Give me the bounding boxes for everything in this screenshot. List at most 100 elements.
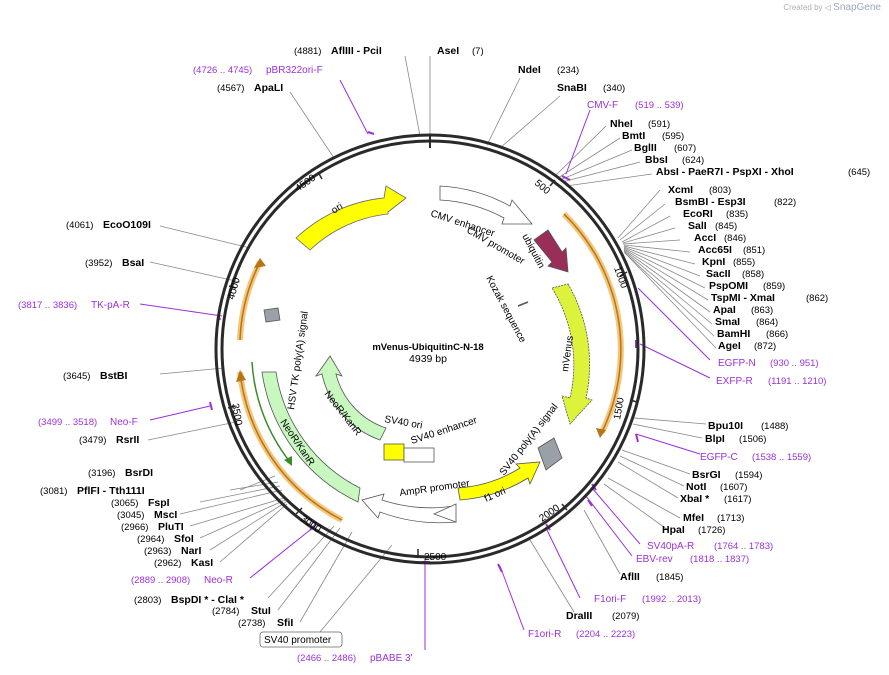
site-name: SfoI: [174, 533, 194, 545]
site-pos: (1607): [720, 482, 747, 493]
site-name: KpnI: [702, 256, 725, 268]
site-pos: (591): [648, 119, 670, 130]
primer-name: Neo-F: [110, 417, 138, 428]
site-name: MfeI: [683, 512, 704, 524]
neo-orf-arrowhead: [284, 456, 292, 466]
orf-arrowhead-right: [596, 428, 606, 438]
created-by-watermark: Created by ◁ SnapGene: [783, 2, 881, 13]
primer-name: F1ori-F: [594, 594, 626, 605]
primer-name: SV40pA-R: [647, 541, 694, 552]
primer-name: EGFP-C: [700, 452, 738, 463]
mvenus-feature: [551, 283, 593, 425]
site-pos: (3196): [88, 468, 115, 479]
sv40-promoter-box: [259, 631, 343, 648]
site-pos: (835): [726, 209, 748, 220]
left-site-labels: (4881) AflIII - PciI (4567) ApaLI (4061)…: [40, 45, 382, 629]
site-pos: (2738): [238, 618, 265, 629]
site-name: BsrGI: [692, 469, 721, 481]
primer-range: (2889 .. 2908): [131, 575, 190, 586]
site-pos: (1506): [739, 434, 766, 445]
site-name: SmaI: [715, 316, 740, 328]
created-by-text: Created by: [783, 3, 823, 12]
site-pos: (2962): [154, 558, 181, 569]
site-pos: (645): [848, 167, 870, 178]
ampr-promoter-feature-2: [432, 503, 457, 523]
site-name: SfiI: [277, 617, 293, 629]
primer-name: EGFP-N: [718, 358, 756, 369]
primer-range: (3499 .. 3518): [38, 417, 97, 428]
sv40-enhancer-feature: [403, 447, 435, 463]
site-pos: (846): [724, 233, 746, 244]
ampr-promoter-feature: [361, 493, 457, 524]
sv40-polya-feature: [537, 437, 563, 471]
site-pos: (1726): [698, 525, 725, 536]
hsv-tk-polya-feature: [263, 307, 281, 323]
site-name: TspMI - XmaI: [711, 292, 775, 304]
site-name: BstBI: [100, 370, 128, 382]
site-name: SacII: [706, 268, 731, 280]
site-name: BspDI * - ClaI *: [171, 594, 245, 606]
primer-name: F1ori-R: [528, 629, 561, 640]
tick-label-3500: 3500: [229, 403, 244, 427]
site-name: HpaI: [662, 524, 685, 536]
site-name: ApaLI: [254, 82, 283, 94]
primer-name: EBV-rev: [636, 554, 673, 565]
ubiquitin-feature: [533, 229, 569, 273]
site-pos: (3952): [85, 258, 112, 269]
site-pos: (3081): [40, 486, 67, 497]
site-name: BsrDI: [125, 467, 153, 479]
site-name: MscI: [154, 509, 177, 521]
ori-feature: [295, 185, 407, 251]
tick-label-2500: 2500: [424, 552, 447, 563]
site-pos: (1713): [717, 513, 744, 524]
site-pos: (855): [733, 257, 755, 268]
neo-kan-feature-inner: [314, 355, 387, 441]
snapgene-logo-icon: ◁: [824, 3, 831, 12]
primer-range: (1818 .. 1837): [690, 554, 749, 565]
primer-range: (4726 .. 4745): [193, 65, 252, 76]
orf-arrowhead-left: [236, 370, 246, 382]
site-pos: (2964): [137, 534, 164, 545]
primer-name: Neo-R: [204, 575, 233, 586]
site-name: BsmBI - Esp3I: [675, 196, 746, 208]
site-name: SalI: [688, 220, 707, 232]
site-name: XbaI *: [680, 493, 710, 505]
site-name: BbsI: [645, 154, 668, 166]
primer-name: pBR322ori-F: [266, 65, 323, 76]
site-pos: (866): [766, 329, 788, 340]
site-name: Acc65I: [698, 244, 732, 256]
orf-highlight-arcs: [237, 211, 624, 523]
site-pos: (7): [472, 46, 484, 57]
primer-range: (1191 .. 1210): [768, 376, 826, 387]
site-pos: (2784): [212, 606, 239, 617]
cmv-enhancer-feature: [439, 185, 533, 225]
left-site-leader-lines: [147, 55, 421, 633]
cmv-promoter-label: CMV promoter: [465, 225, 527, 267]
primer-range: (930 .. 951): [770, 358, 819, 369]
site-name: AbsI - PaeR7I - PspXI - XhoI: [656, 166, 794, 178]
site-name: AccI: [694, 232, 716, 244]
site-name: EcoO109I: [103, 219, 151, 231]
site-pos: (2966): [121, 522, 148, 533]
site-name: NarI: [181, 545, 202, 557]
site-name: BamHI: [717, 328, 750, 340]
site-name: KasI: [191, 557, 213, 569]
primer-range: (1764 .. 1783): [714, 541, 773, 552]
site-pos: (4061): [66, 220, 93, 231]
site-name: AflIII - PciI: [331, 45, 382, 57]
site-name: ApaI: [713, 304, 736, 316]
site-pos: (2803): [134, 595, 161, 606]
site-name: BglII: [634, 142, 657, 154]
site-name: NdeI: [518, 64, 541, 76]
sv40-promoter-box-label: SV40 promoter: [264, 635, 332, 646]
site-pos: (1488): [761, 421, 788, 432]
site-pos: (859): [763, 281, 785, 292]
primer-range: (2204 .. 2223): [576, 629, 635, 640]
site-name: NotI: [686, 481, 706, 493]
kozak-marker: [517, 301, 529, 307]
site-pos: (872): [754, 341, 776, 352]
site-pos: (4567): [217, 83, 244, 94]
f1-ori-feature: [457, 461, 541, 501]
primer-range: (1992 .. 2013): [642, 594, 701, 605]
primer-name: CMV-F: [587, 100, 618, 111]
